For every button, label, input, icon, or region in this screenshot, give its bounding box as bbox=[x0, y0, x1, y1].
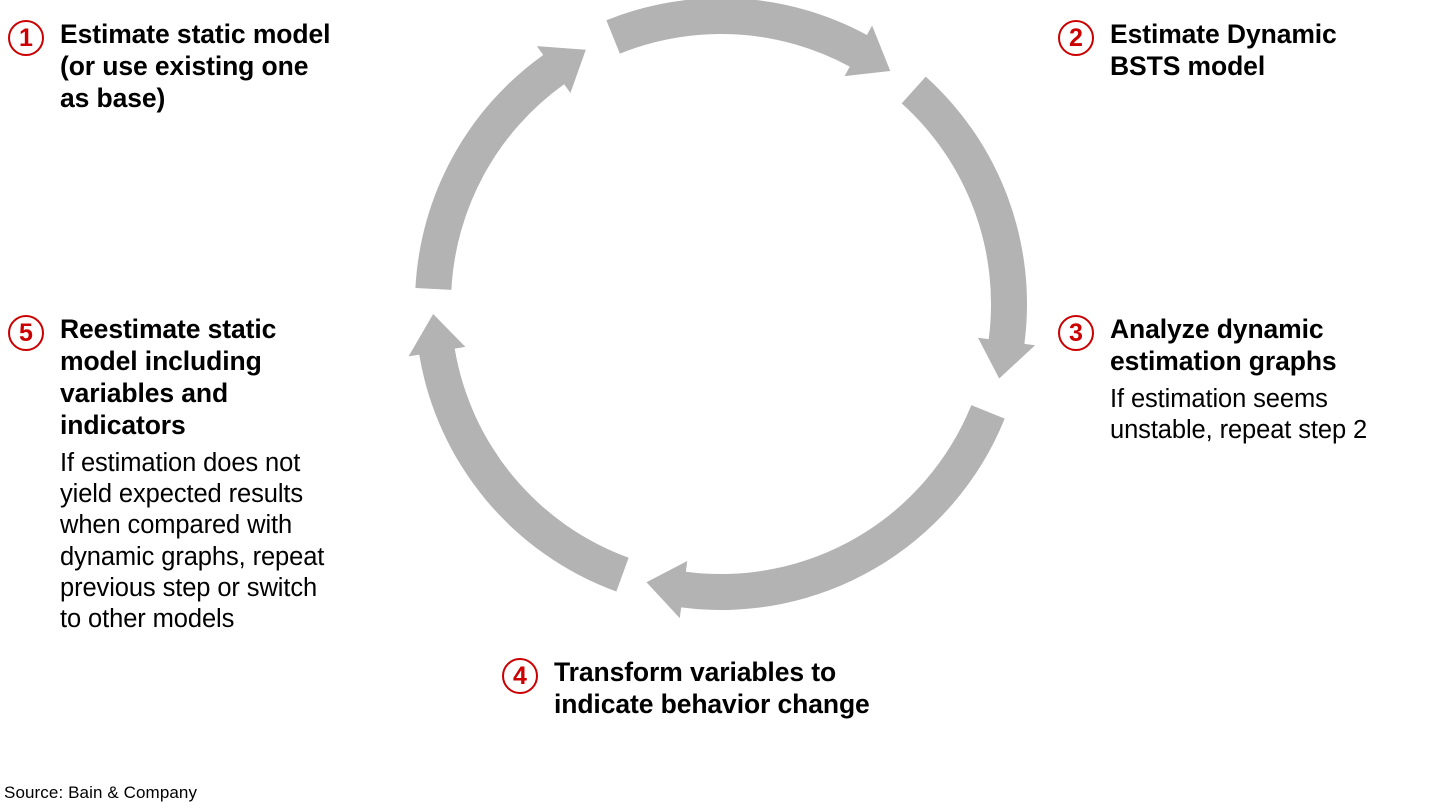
segment-3-to-4-arrow-icon bbox=[606, 0, 891, 77]
step-4-body: Transform variables to indicate behavior… bbox=[554, 656, 870, 720]
step-5: 5 Reestimate static model including vari… bbox=[8, 313, 428, 635]
step-5-body: Reestimate static model including variab… bbox=[60, 313, 324, 635]
step-2-title: Estimate Dynamic BSTS model bbox=[1110, 19, 1337, 82]
step-3: 3 Analyze dynamic estimation graphs If e… bbox=[1058, 313, 1440, 446]
segment-5-to-1-arrow-icon bbox=[646, 405, 1005, 619]
step-2-body: Estimate Dynamic BSTS model bbox=[1110, 18, 1337, 82]
step-5-subtext: If estimation does not yield expected re… bbox=[60, 449, 325, 633]
step-4-badge: 4 bbox=[502, 658, 538, 694]
ring-segments bbox=[408, 0, 1036, 619]
step-3-subtext: If estimation seems unstable, repeat ste… bbox=[1110, 385, 1368, 445]
segment-4-to-5-arrow-icon bbox=[901, 76, 1036, 379]
segment-1-to-2-arrow-icon bbox=[408, 314, 629, 592]
step-1-title: Estimate static model (or use existing o… bbox=[60, 19, 331, 114]
step-5-badge: 5 bbox=[8, 315, 44, 351]
step-1-badge: 1 bbox=[8, 20, 44, 56]
step-1: 1 Estimate static model (or use existing… bbox=[8, 18, 428, 114]
step-2-badge: 2 bbox=[1058, 20, 1094, 56]
step-3-body: Analyze dynamic estimation graphs If est… bbox=[1110, 313, 1367, 446]
segment-2-to-3-arrow-icon bbox=[415, 46, 586, 290]
step-3-badge: 3 bbox=[1058, 315, 1094, 351]
source-note: Source: Bain & Company bbox=[4, 783, 198, 802]
step-4: 4 Transform variables to indicate behavi… bbox=[502, 656, 972, 720]
step-4-title: Transform variables to indicate behavior… bbox=[554, 657, 870, 720]
step-5-title: Reestimate static model including variab… bbox=[60, 314, 277, 441]
step-2: 2 Estimate Dynamic BSTS model bbox=[1058, 18, 1438, 82]
step-1-body: Estimate static model (or use existing o… bbox=[60, 18, 330, 114]
step-3-title: Analyze dynamic estimation graphs bbox=[1110, 314, 1337, 377]
